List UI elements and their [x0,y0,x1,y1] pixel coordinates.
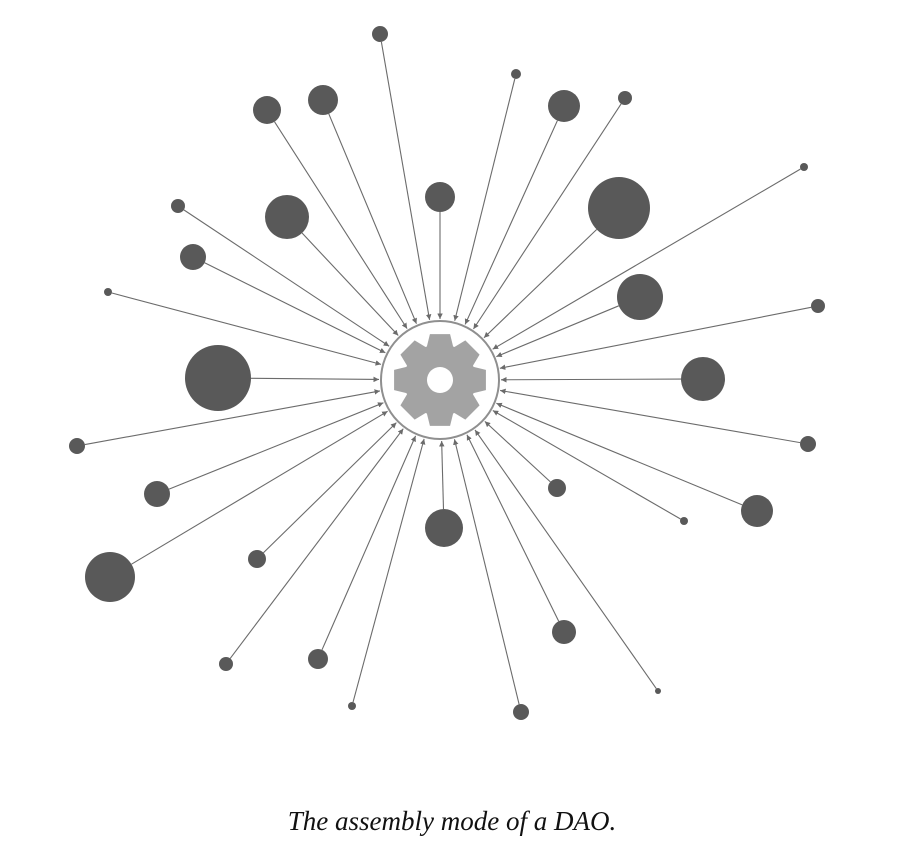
member-node-27 [219,657,233,671]
member-node-24 [425,509,463,547]
connection-arrow-20 [168,402,384,490]
connection-arrow-12 [204,262,386,354]
member-node-16 [185,345,251,411]
connection-arrow-32 [474,429,657,689]
connection-arrow-4 [328,113,417,324]
member-node-1 [372,26,388,42]
member-node-21 [548,479,566,497]
member-node-30 [348,702,356,710]
connection-arrow-7 [492,168,801,350]
member-node-15 [811,299,825,313]
member-node-3 [253,96,281,124]
connection-arrow-14 [111,292,382,366]
member-node-18 [69,438,85,454]
member-node-28 [308,649,328,669]
connection-arrow-25 [131,410,388,565]
connection-arrow-2 [453,78,516,321]
connection-arrow-13 [496,305,619,358]
connection-lines [84,41,812,705]
member-node-4 [308,85,338,115]
connection-arrow-22 [492,410,681,520]
member-node-32 [655,688,661,694]
member-node-6 [618,91,632,105]
member-node-31 [513,704,529,720]
connection-arrow-1 [380,41,432,320]
connection-arrow-5 [464,120,558,325]
connection-arrow-27 [229,428,404,659]
connection-arrow-28 [321,435,417,651]
member-node-14 [104,288,112,296]
gear-icon [394,334,486,426]
member-node-2 [511,69,521,79]
member-node-8 [171,199,185,213]
connection-arrow-23 [496,402,743,506]
connection-arrow-15 [499,306,812,370]
member-node-5 [548,90,580,122]
member-node-19 [800,436,816,452]
member-node-20 [144,481,170,507]
connection-arrow-17 [500,376,682,383]
gear-icon-hole [427,367,453,393]
member-nodes [69,26,825,720]
connection-arrow-6 [473,103,622,330]
member-node-7 [800,163,808,171]
member-node-12 [180,244,206,270]
member-node-10 [425,182,455,212]
connection-arrow-9 [301,232,399,336]
central-hub [380,320,500,440]
member-node-11 [588,177,650,239]
connection-arrow-26 [263,422,397,554]
connection-arrow-18 [84,389,381,446]
member-node-25 [85,552,135,602]
connection-arrow-21 [484,420,551,483]
member-node-13 [617,274,663,320]
member-node-22 [680,517,688,525]
member-node-26 [248,550,266,568]
member-node-17 [681,357,725,401]
member-node-29 [552,620,576,644]
connection-arrow-24 [439,440,445,510]
member-node-9 [265,195,309,239]
figure-caption: The assembly mode of a DAO. [287,806,617,836]
connection-arrow-8 [183,209,390,347]
connection-arrow-29 [466,434,560,622]
connection-arrow-11 [483,229,598,339]
connection-arrow-30 [352,438,426,703]
connection-arrow-19 [500,388,801,444]
member-node-23 [741,495,773,527]
connection-arrow-16 [250,376,380,383]
connection-arrow-31 [453,439,520,705]
connection-arrow-3 [274,121,408,329]
